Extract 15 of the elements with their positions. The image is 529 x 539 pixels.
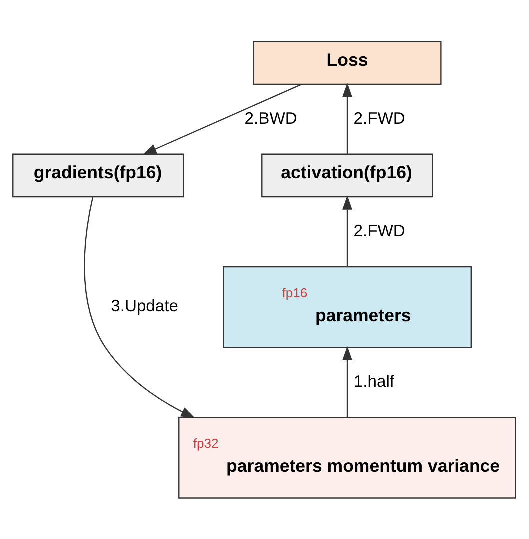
node-box: activation(fp16) (262, 153, 434, 198)
edge-label: 1.half (354, 372, 395, 391)
node-box: fp16 parameters (223, 266, 472, 348)
arrow (84, 196, 196, 418)
arrow (342, 195, 352, 266)
node-box: Loss (253, 40, 442, 85)
edge-label: 2.FWD (354, 108, 406, 128)
node-box: fp32 parameters momentum variance (178, 416, 516, 498)
node-box: gradients(fp16) (12, 153, 184, 198)
arrow (142, 84, 302, 155)
edge-label: 2.BWD (244, 108, 298, 128)
arrow (342, 82, 352, 154)
edge-label: 2.FWD (354, 220, 406, 240)
arrow (342, 346, 352, 417)
edge-label: 3.Update (111, 296, 178, 316)
